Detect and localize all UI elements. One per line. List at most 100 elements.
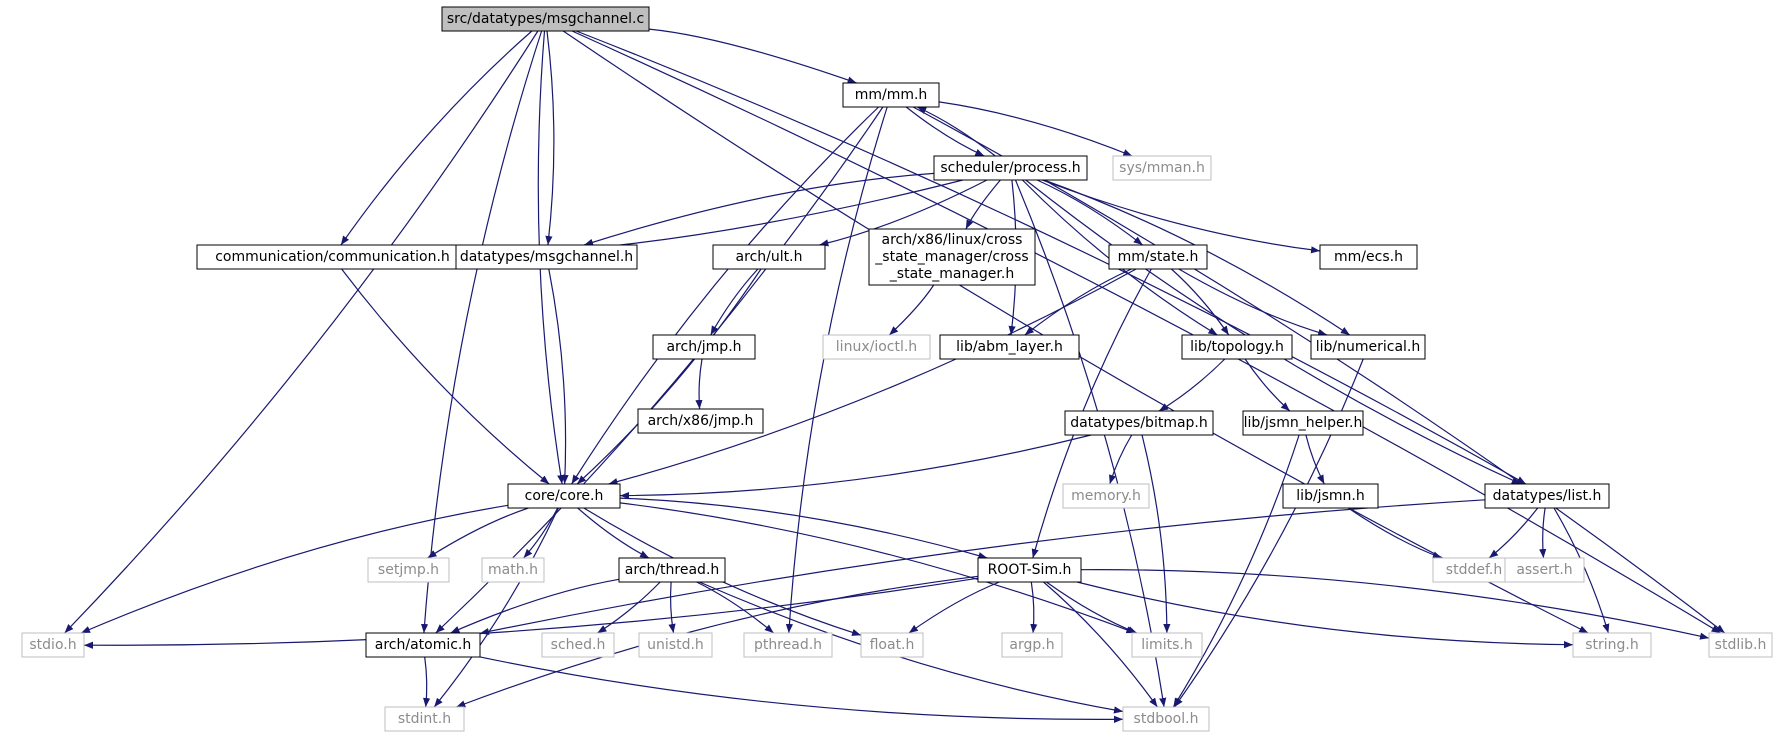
node-box xyxy=(541,632,615,658)
node-label: stdlib.h xyxy=(1715,637,1767,653)
edge-state-to-numer xyxy=(1178,268,1328,336)
edge-root-to-msgch xyxy=(545,30,555,246)
node-label: arch/x86/linux/cross xyxy=(882,232,1023,248)
edge-arrow xyxy=(577,507,650,559)
edge-arrow xyxy=(597,581,661,634)
node-abm[interactable]: lib/abm_layer.h xyxy=(939,334,1080,360)
node-label: unistd.h xyxy=(647,637,704,653)
node-comm[interactable]: communication/communication.h xyxy=(196,244,469,270)
node-jsmnh[interactable]: lib/jsmn_helper.h xyxy=(1242,410,1364,436)
node-label: lib/topology.h xyxy=(1190,339,1284,355)
node-box xyxy=(365,632,481,658)
node-math: math.h xyxy=(481,557,545,583)
edge-arrow xyxy=(340,30,533,246)
node-rootsim[interactable]: ROOT-Sim.h xyxy=(977,557,1082,583)
node-list[interactable]: datatypes/list.h xyxy=(1484,483,1610,509)
edge-root-to-stdio xyxy=(64,30,539,634)
node-atomic[interactable]: arch/atomic.h xyxy=(365,632,481,658)
node-label: arch/x86/jmp.h xyxy=(648,413,754,429)
node-label: stddef.h xyxy=(1446,562,1502,578)
edge-core-to-math xyxy=(523,507,559,559)
edge-thread-to-pthread xyxy=(696,581,774,634)
node-ioctl: linux/ioctl.h xyxy=(822,334,931,360)
node-box xyxy=(507,483,621,509)
edge-arrow xyxy=(1024,268,1132,336)
edge-jsmn-to-stddef xyxy=(1347,507,1443,559)
edge-jsmnh-to-jsmn xyxy=(1305,434,1325,485)
edge-arrow xyxy=(1347,507,1443,559)
node-argp: argp.h xyxy=(1001,632,1063,658)
node-thread[interactable]: arch/thread.h xyxy=(618,557,726,583)
edge-arrow xyxy=(1170,268,1230,336)
edge-arrow xyxy=(1488,507,1539,559)
edge-arrow xyxy=(83,577,979,649)
node-ult[interactable]: arch/ult.h xyxy=(712,244,826,270)
node-box xyxy=(441,6,650,32)
edge-thread-to-atomic xyxy=(450,578,620,634)
edge-mm-to-sysmman xyxy=(938,101,1133,157)
node-unistd: unistd.h xyxy=(638,632,713,658)
edge-arrow xyxy=(1305,434,1325,485)
node-jmp[interactable]: arch/jmp.h xyxy=(652,334,756,360)
node-label: core/core.h xyxy=(525,488,604,504)
edge-mm-to-pthread xyxy=(785,106,888,634)
edge-ult-to-core xyxy=(576,268,762,485)
edge-arrow xyxy=(423,656,431,708)
edge-bitmap-to-memory xyxy=(1109,434,1133,485)
edge-arrow xyxy=(699,581,1124,714)
edge-arrow xyxy=(1178,268,1328,336)
node-state[interactable]: mm/state.h xyxy=(1108,244,1208,270)
node-stdint: stdint.h xyxy=(384,706,465,732)
edge-process-to-mm xyxy=(916,106,996,157)
node-x86jmp[interactable]: arch/x86/jmp.h xyxy=(637,408,764,434)
node-ecs[interactable]: mm/ecs.h xyxy=(1319,244,1418,270)
edge-core-to-stdio xyxy=(80,504,509,634)
node-memory: memory.h xyxy=(1062,483,1150,509)
edge-arrow xyxy=(341,268,550,485)
node-bitmap[interactable]: datatypes/bitmap.h xyxy=(1064,410,1214,436)
node-mm[interactable]: mm/mm.h xyxy=(842,82,940,108)
edge-rootsim-to-limits xyxy=(1046,581,1138,634)
node-jsmn[interactable]: lib/jsmn.h xyxy=(1282,483,1379,509)
edge-mm-to-atomic xyxy=(435,106,884,634)
edge-mm-to-stdlib xyxy=(912,106,1726,634)
edge-atomic-to-stdbool xyxy=(479,656,1124,723)
node-numer[interactable]: lib/numerical.h xyxy=(1310,334,1426,360)
node-box xyxy=(618,557,726,583)
node-label: sched.h xyxy=(551,637,606,653)
edge-arrow xyxy=(1080,569,1710,640)
edge-numer-to-stdbool xyxy=(1174,358,1364,708)
node-stdio: stdio.h xyxy=(21,632,85,658)
node-assert: assert.h xyxy=(1504,557,1585,583)
node-root[interactable]: src/datatypes/msgchannel.c xyxy=(441,6,650,32)
edge-arrow xyxy=(1031,268,1152,559)
node-cross[interactable]: arch/x86/linux/cross_state_manager/cross… xyxy=(868,228,1036,286)
edge-list-to-stddef xyxy=(1488,507,1539,559)
edge-arrow xyxy=(1036,179,1143,246)
edge-arrow xyxy=(785,106,888,634)
edge-root-to-list xyxy=(575,30,1527,485)
edge-arrow xyxy=(427,507,529,559)
edge-arrow xyxy=(80,504,509,634)
edge-root-to-stdlib xyxy=(571,30,1721,634)
node-stdlib: stdlib.h xyxy=(1708,632,1773,658)
edge-process-to-list xyxy=(1025,179,1522,485)
node-label: scheduler/process.h xyxy=(940,160,1080,176)
node-label: ROOT-Sim.h xyxy=(988,562,1072,578)
node-process[interactable]: scheduler/process.h xyxy=(933,155,1088,181)
node-label: float.h xyxy=(870,637,915,653)
node-topo[interactable]: lib/topology.h xyxy=(1181,334,1293,360)
edge-list-to-string xyxy=(1553,507,1610,634)
node-label: setjmp.h xyxy=(378,562,439,578)
edge-process-to-msgch xyxy=(583,172,935,246)
node-limits: limits.h xyxy=(1131,632,1203,658)
node-box xyxy=(1319,244,1418,270)
node-box xyxy=(652,334,756,360)
node-box xyxy=(1504,557,1585,583)
node-label: stdio.h xyxy=(29,637,76,653)
edge-arrow xyxy=(1141,434,1171,634)
node-msgch[interactable]: datatypes/msgchannel.h xyxy=(455,244,638,270)
node-core[interactable]: core/core.h xyxy=(507,483,621,509)
node-label: _state_manager/cross xyxy=(874,249,1028,265)
edge-arrow xyxy=(1539,507,1547,559)
